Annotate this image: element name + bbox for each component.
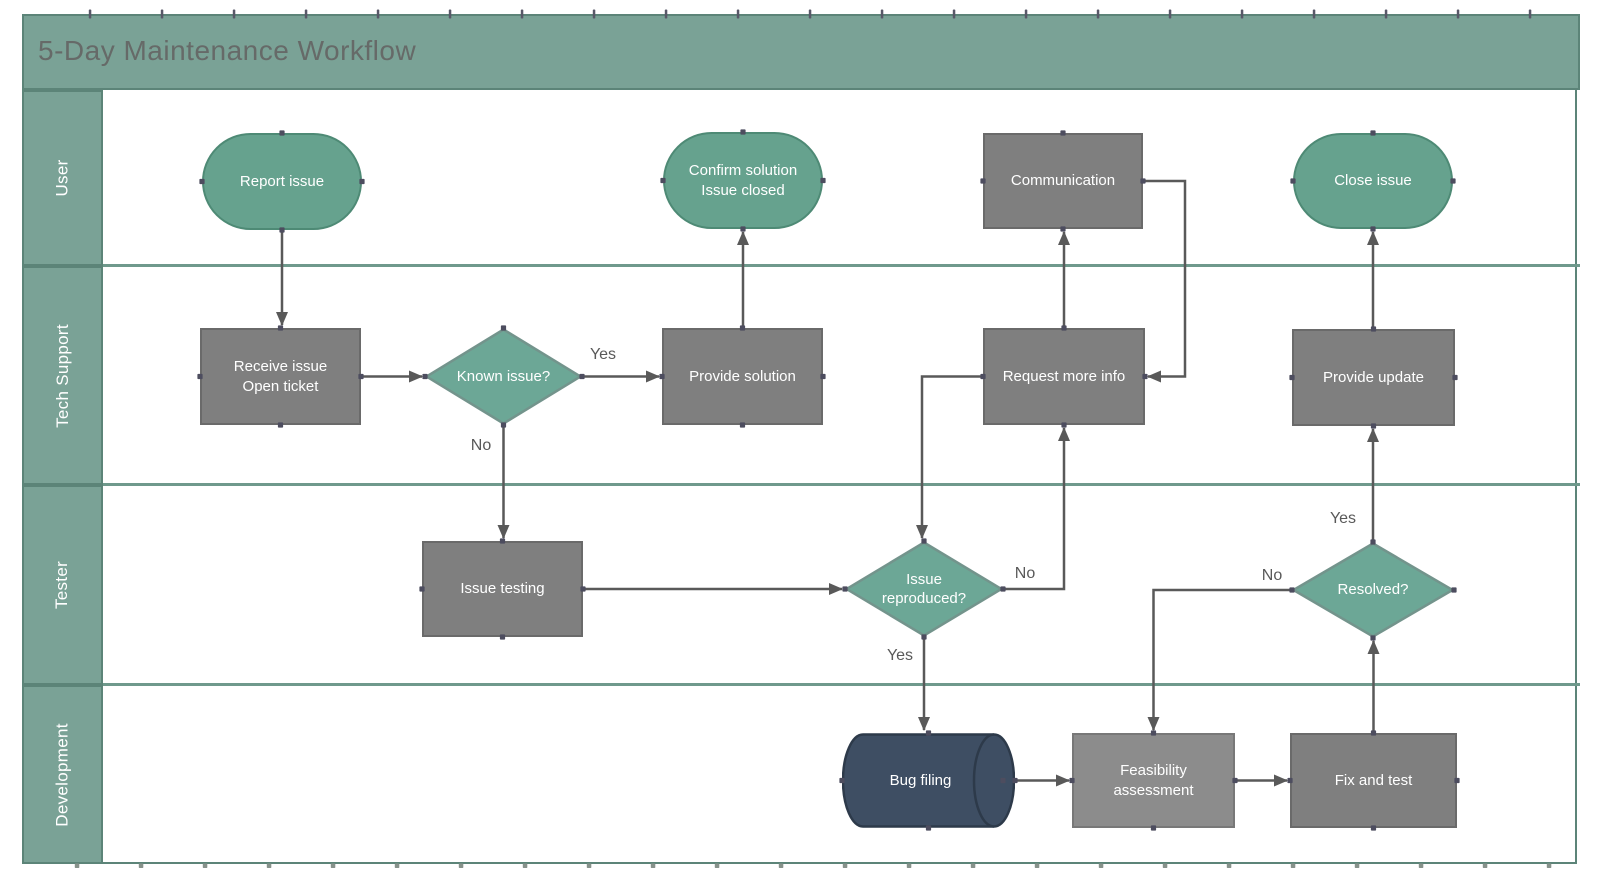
node-request-more-info[interactable]: Request more info xyxy=(983,328,1145,425)
node-provide-update[interactable]: Provide update xyxy=(1292,329,1455,426)
node-issue-reproduced[interactable]: Issue reproduced? xyxy=(845,541,1003,637)
node-issue-testing[interactable]: Issue testing xyxy=(422,541,583,637)
node-close-issue[interactable]: Close issue xyxy=(1293,133,1453,229)
lane-label-user: User xyxy=(52,159,72,197)
node-communication[interactable]: Communication xyxy=(983,133,1143,229)
lane-label-tech-support: Tech Support xyxy=(52,323,72,428)
node-provide-solution-label: Provide solution xyxy=(689,367,796,385)
lane-header-tech-support[interactable]: Tech Support xyxy=(22,266,103,485)
node-request-more-info-label: Request more info xyxy=(1002,367,1126,385)
node-known-issue[interactable]: Known issue? xyxy=(425,328,582,425)
node-feasibility-assessment-label: Feasibility assessment xyxy=(1113,762,1194,799)
lane-separator xyxy=(103,483,1580,486)
node-resolved[interactable]: Resolved? xyxy=(1292,542,1454,638)
node-report-issue[interactable]: Report issue xyxy=(202,133,362,230)
datastore-shape xyxy=(842,733,1015,828)
node-report-issue-label: Report issue xyxy=(239,172,325,190)
lane-label-tester: Tester xyxy=(52,560,72,610)
edge-label-resolved-no[interactable]: No xyxy=(1261,567,1283,584)
node-confirm-solution[interactable]: Confirm solution Issue closed xyxy=(663,132,823,229)
node-receive-issue[interactable]: Receive issue Open ticket xyxy=(200,328,361,425)
node-issue-testing-label: Issue testing xyxy=(460,580,545,598)
diagram-title: 5-Day Maintenance Workflow xyxy=(38,35,417,66)
node-fix-and-test-label: Fix and test xyxy=(1334,771,1413,789)
node-fix-and-test[interactable]: Fix and test xyxy=(1290,733,1457,828)
node-receive-issue-label: Receive issue Open ticket xyxy=(233,358,328,395)
lane-header-tester[interactable]: Tester xyxy=(22,485,103,685)
lane-header-development[interactable]: Development xyxy=(22,685,103,864)
node-provide-solution[interactable]: Provide solution xyxy=(662,328,823,425)
pool-title-bar[interactable]: 5-Day Maintenance Workflow xyxy=(22,14,1580,90)
node-provide-update-label: Provide update xyxy=(1323,368,1424,386)
edge-label-reproduced-yes[interactable]: Yes xyxy=(886,647,914,664)
node-issue-reproduced-label: Issue reproduced? xyxy=(881,570,967,608)
edge-label-resolved-yes[interactable]: Yes xyxy=(1329,510,1357,527)
lane-header-user[interactable]: User xyxy=(22,90,103,266)
node-feasibility-assessment[interactable]: Feasibility assessment xyxy=(1072,733,1235,828)
node-known-issue-label: Known issue? xyxy=(456,367,551,385)
node-close-issue-label: Close issue xyxy=(1334,172,1412,190)
edge-label-known-yes[interactable]: Yes xyxy=(589,346,617,363)
node-bug-filing-label: Bug filing xyxy=(889,771,952,789)
edge-label-reproduced-no[interactable]: No xyxy=(1014,565,1036,582)
edge-label-known-no[interactable]: No xyxy=(470,437,492,454)
node-communication-label: Communication xyxy=(1010,172,1116,190)
lane-label-development: Development xyxy=(52,722,72,827)
lane-separator xyxy=(103,683,1580,686)
lane-separator xyxy=(103,264,1580,267)
node-confirm-solution-label: Confirm solution Issue closed xyxy=(688,162,798,199)
node-resolved-label: Resolved? xyxy=(1337,581,1409,599)
node-bug-filing[interactable]: Bug filing xyxy=(842,733,1015,828)
